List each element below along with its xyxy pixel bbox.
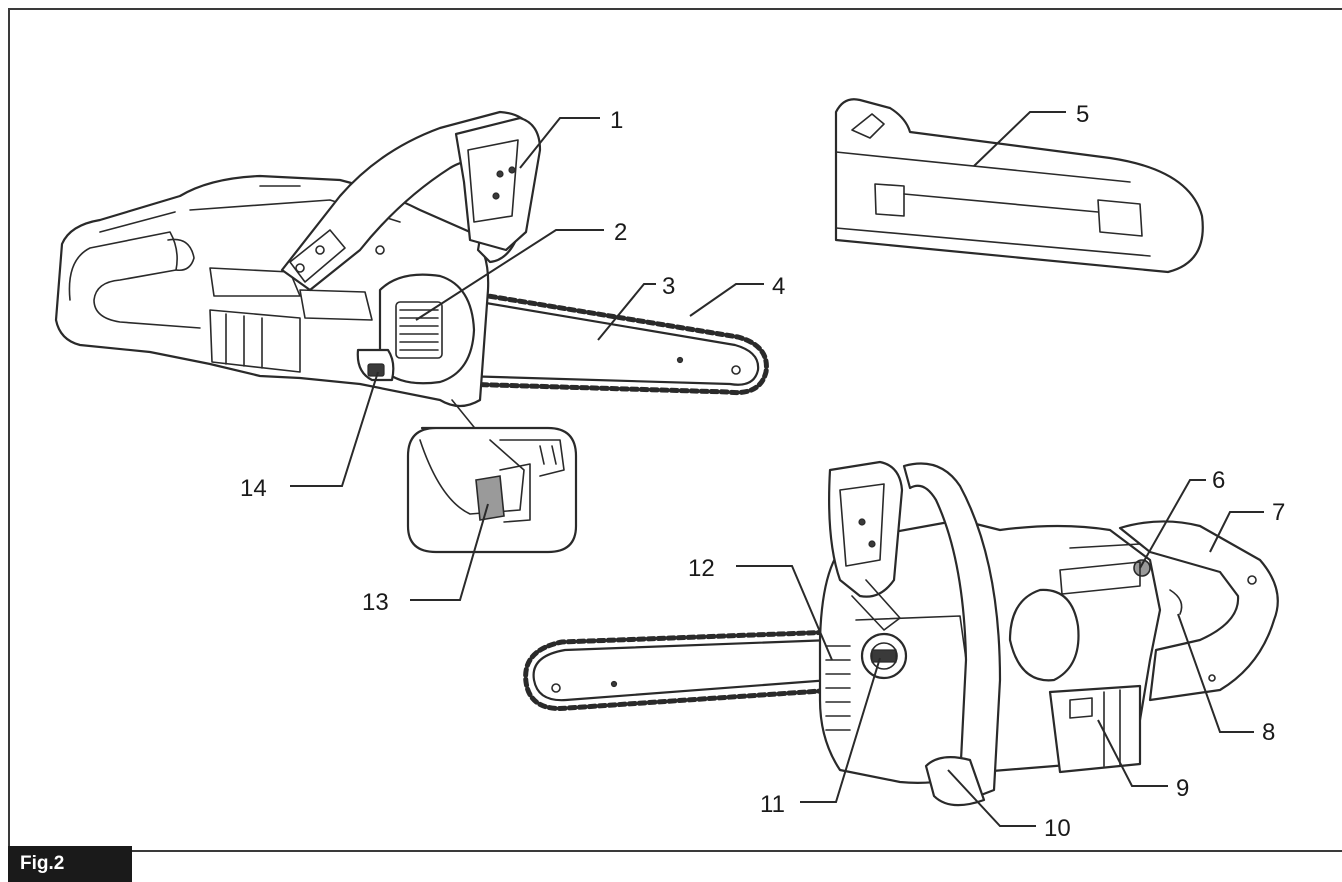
leader-9 xyxy=(1097,719,1168,787)
callout-11: 11 xyxy=(760,791,785,818)
leader-12 xyxy=(736,565,833,661)
leader-7 xyxy=(1209,511,1264,553)
leader-8 xyxy=(1177,613,1254,733)
leader-10 xyxy=(947,769,1036,827)
leader-13 xyxy=(410,503,489,601)
guide-bar-cover xyxy=(834,98,1204,274)
leader-3 xyxy=(597,283,656,341)
guide-bar-top xyxy=(457,290,769,396)
figure-frame xyxy=(8,8,1342,852)
callout-2: 2 xyxy=(614,219,627,246)
callout-9: 9 xyxy=(1176,775,1189,802)
leader-4 xyxy=(689,283,764,317)
callout-5: 5 xyxy=(1076,101,1089,128)
leader-5 xyxy=(973,111,1066,167)
guide-bar-bottom xyxy=(523,629,839,711)
leader-14 xyxy=(290,371,379,487)
leader-lines xyxy=(290,111,1264,827)
callout-7: 7 xyxy=(1272,499,1285,526)
figure-label: Fig.2 xyxy=(8,846,132,882)
chainsaw-side-view xyxy=(54,110,769,554)
motor-housing-top xyxy=(54,110,542,408)
motor-housing-bottom xyxy=(818,460,1279,807)
callout-13: 13 xyxy=(362,589,389,616)
leader-11 xyxy=(800,657,881,803)
callout-3: 3 xyxy=(662,273,675,300)
callout-4: 4 xyxy=(772,273,785,300)
callout-6: 6 xyxy=(1212,467,1225,494)
callout-10: 10 xyxy=(1044,815,1071,842)
leader-2 xyxy=(415,229,604,321)
callout-1: 1 xyxy=(610,107,623,134)
callout-8: 8 xyxy=(1262,719,1275,746)
callout-14: 14 xyxy=(240,475,267,502)
chainsaw-other-side-view xyxy=(523,460,1279,807)
callout-numbers: 1 2 3 4 5 6 7 8 9 10 11 12 13 14 xyxy=(240,101,1285,842)
oil-window-inset xyxy=(406,399,578,554)
leader-6 xyxy=(1139,479,1206,569)
leader-1 xyxy=(519,117,600,169)
callout-12: 12 xyxy=(688,555,715,582)
